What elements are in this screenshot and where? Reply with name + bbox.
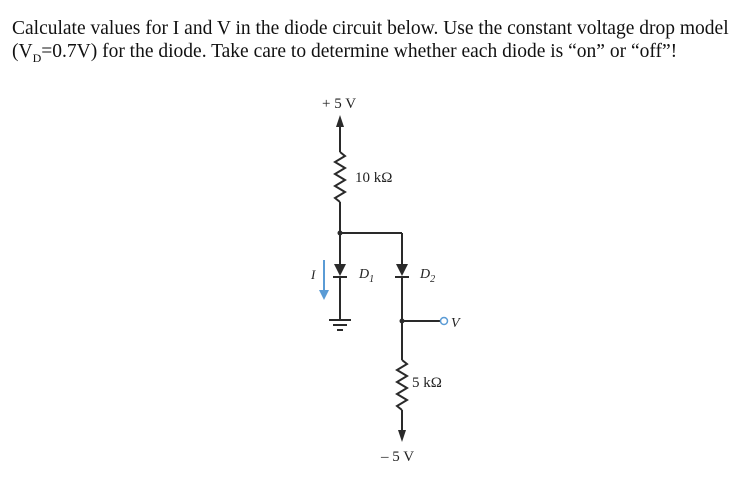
current-arrow-head [319, 290, 329, 300]
diode-d2-symbol [396, 264, 408, 276]
problem-subscript: D [32, 50, 42, 65]
problem-statement: Calculate values for I and V in the diod… [12, 17, 737, 65]
supply-top-label: + 5 V [322, 96, 356, 112]
output-terminal [439, 316, 449, 326]
supply-bottom-arrow [398, 430, 406, 442]
current-label: I [310, 267, 316, 282]
resistor-top-label: 10 kΩ [355, 170, 392, 186]
resistor-bottom-label: 5 kΩ [412, 375, 442, 391]
resistor-5k [395, 359, 409, 411]
problem-text-part1: Calculate values for I and V in the diod… [12, 18, 729, 62]
diode-d1-label: D1 [358, 267, 374, 285]
diode-d1-symbol [334, 264, 346, 276]
supply-bottom-label: – 5 V [380, 449, 414, 465]
problem-text-part2: =0.7V) for the diode. Take care to deter… [41, 41, 678, 62]
diode-d2-label: D2 [419, 267, 435, 285]
resistor-10k [333, 151, 347, 203]
output-label: V [451, 316, 461, 331]
supply-top-arrow [336, 115, 344, 127]
